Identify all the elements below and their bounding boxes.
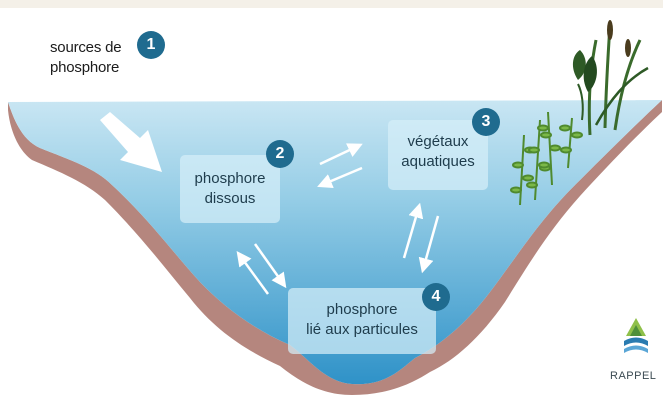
- step-badge-1: 1: [137, 31, 165, 59]
- dissolved-line2: dissous: [180, 189, 280, 209]
- rappel-logo-text: RAPPEL: [610, 370, 656, 382]
- particle-phosphorus-box: phosphore lié aux particules: [288, 288, 436, 354]
- particles-line2: lié aux particules: [288, 320, 436, 340]
- plants-line1: végétaux: [388, 132, 488, 152]
- rappel-logo-mark: [624, 318, 648, 353]
- dissolved-phosphorus-box: phosphore dissous: [180, 155, 280, 223]
- plants-line2: aquatiques: [388, 152, 488, 172]
- particles-line1: phosphore: [288, 300, 436, 320]
- phosphorus-sources-label: sources de phosphore: [50, 38, 121, 78]
- step-badge-3: 3: [472, 108, 500, 136]
- step-badge-4: 4: [422, 283, 450, 311]
- aquatic-plants-box: végétaux aquatiques: [388, 120, 488, 190]
- step-badge-2: 2: [266, 140, 294, 168]
- dissolved-line1: phosphore: [180, 169, 280, 189]
